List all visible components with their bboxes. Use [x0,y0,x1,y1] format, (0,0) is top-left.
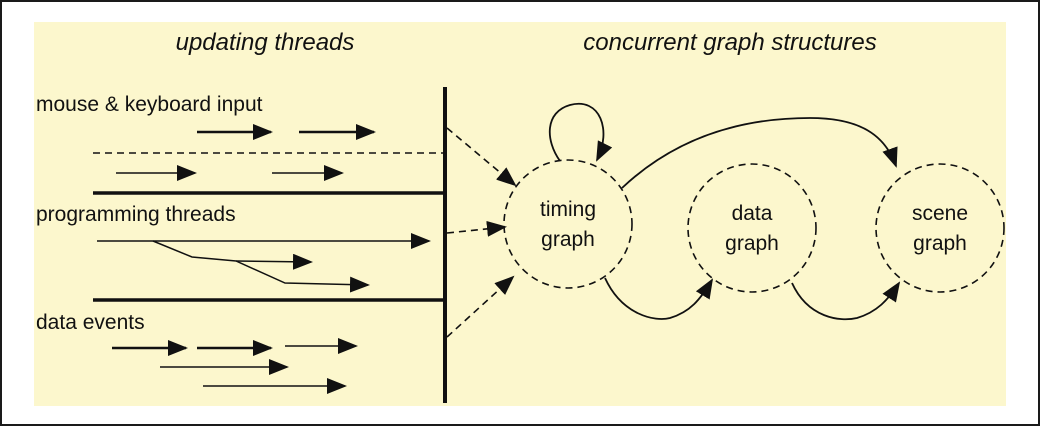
barrier-to-timing-arrows [446,127,517,338]
input-thread-arrows [93,124,445,181]
input-threads-label: mouse & keyboard input [36,93,263,116]
timing-graph-node: timing graph [503,159,633,289]
data-to-scene-edge [791,281,901,321]
scene-graph-circle [875,163,1005,293]
timing-graph-line2: graph [541,228,595,251]
timing-self-loop [548,102,613,162]
data-graph-node: data graph [687,163,817,293]
data-graph-line2: graph [725,232,779,255]
right-header: concurrent graph structures [583,29,876,56]
scene-graph-line1: scene [912,202,968,225]
data-event-arrows [112,338,358,394]
scene-graph-node: scene graph [875,163,1005,293]
timing-to-scene-edge [621,117,898,189]
dashed-arrow-top [446,127,517,187]
diagram-panel [34,22,1006,406]
dashed-arrow-middle [446,220,507,237]
data-graph-circle [687,163,817,293]
graph-edges [548,102,901,321]
programming-thread-arrows [97,233,431,293]
programming-branch [152,240,370,293]
data-graph-line1: data [732,202,773,225]
dashed-arrow-bottom [446,275,515,338]
data-events-label: data events [36,311,145,334]
timing-graph-circle [503,159,633,289]
programming-threads-label: programming threads [36,203,236,226]
timing-to-data-edge [604,277,714,320]
left-header: updating threads [176,29,355,56]
scene-graph-line2: graph [913,232,967,255]
programming-branch [235,253,313,270]
timing-graph-line1: timing [540,198,596,221]
